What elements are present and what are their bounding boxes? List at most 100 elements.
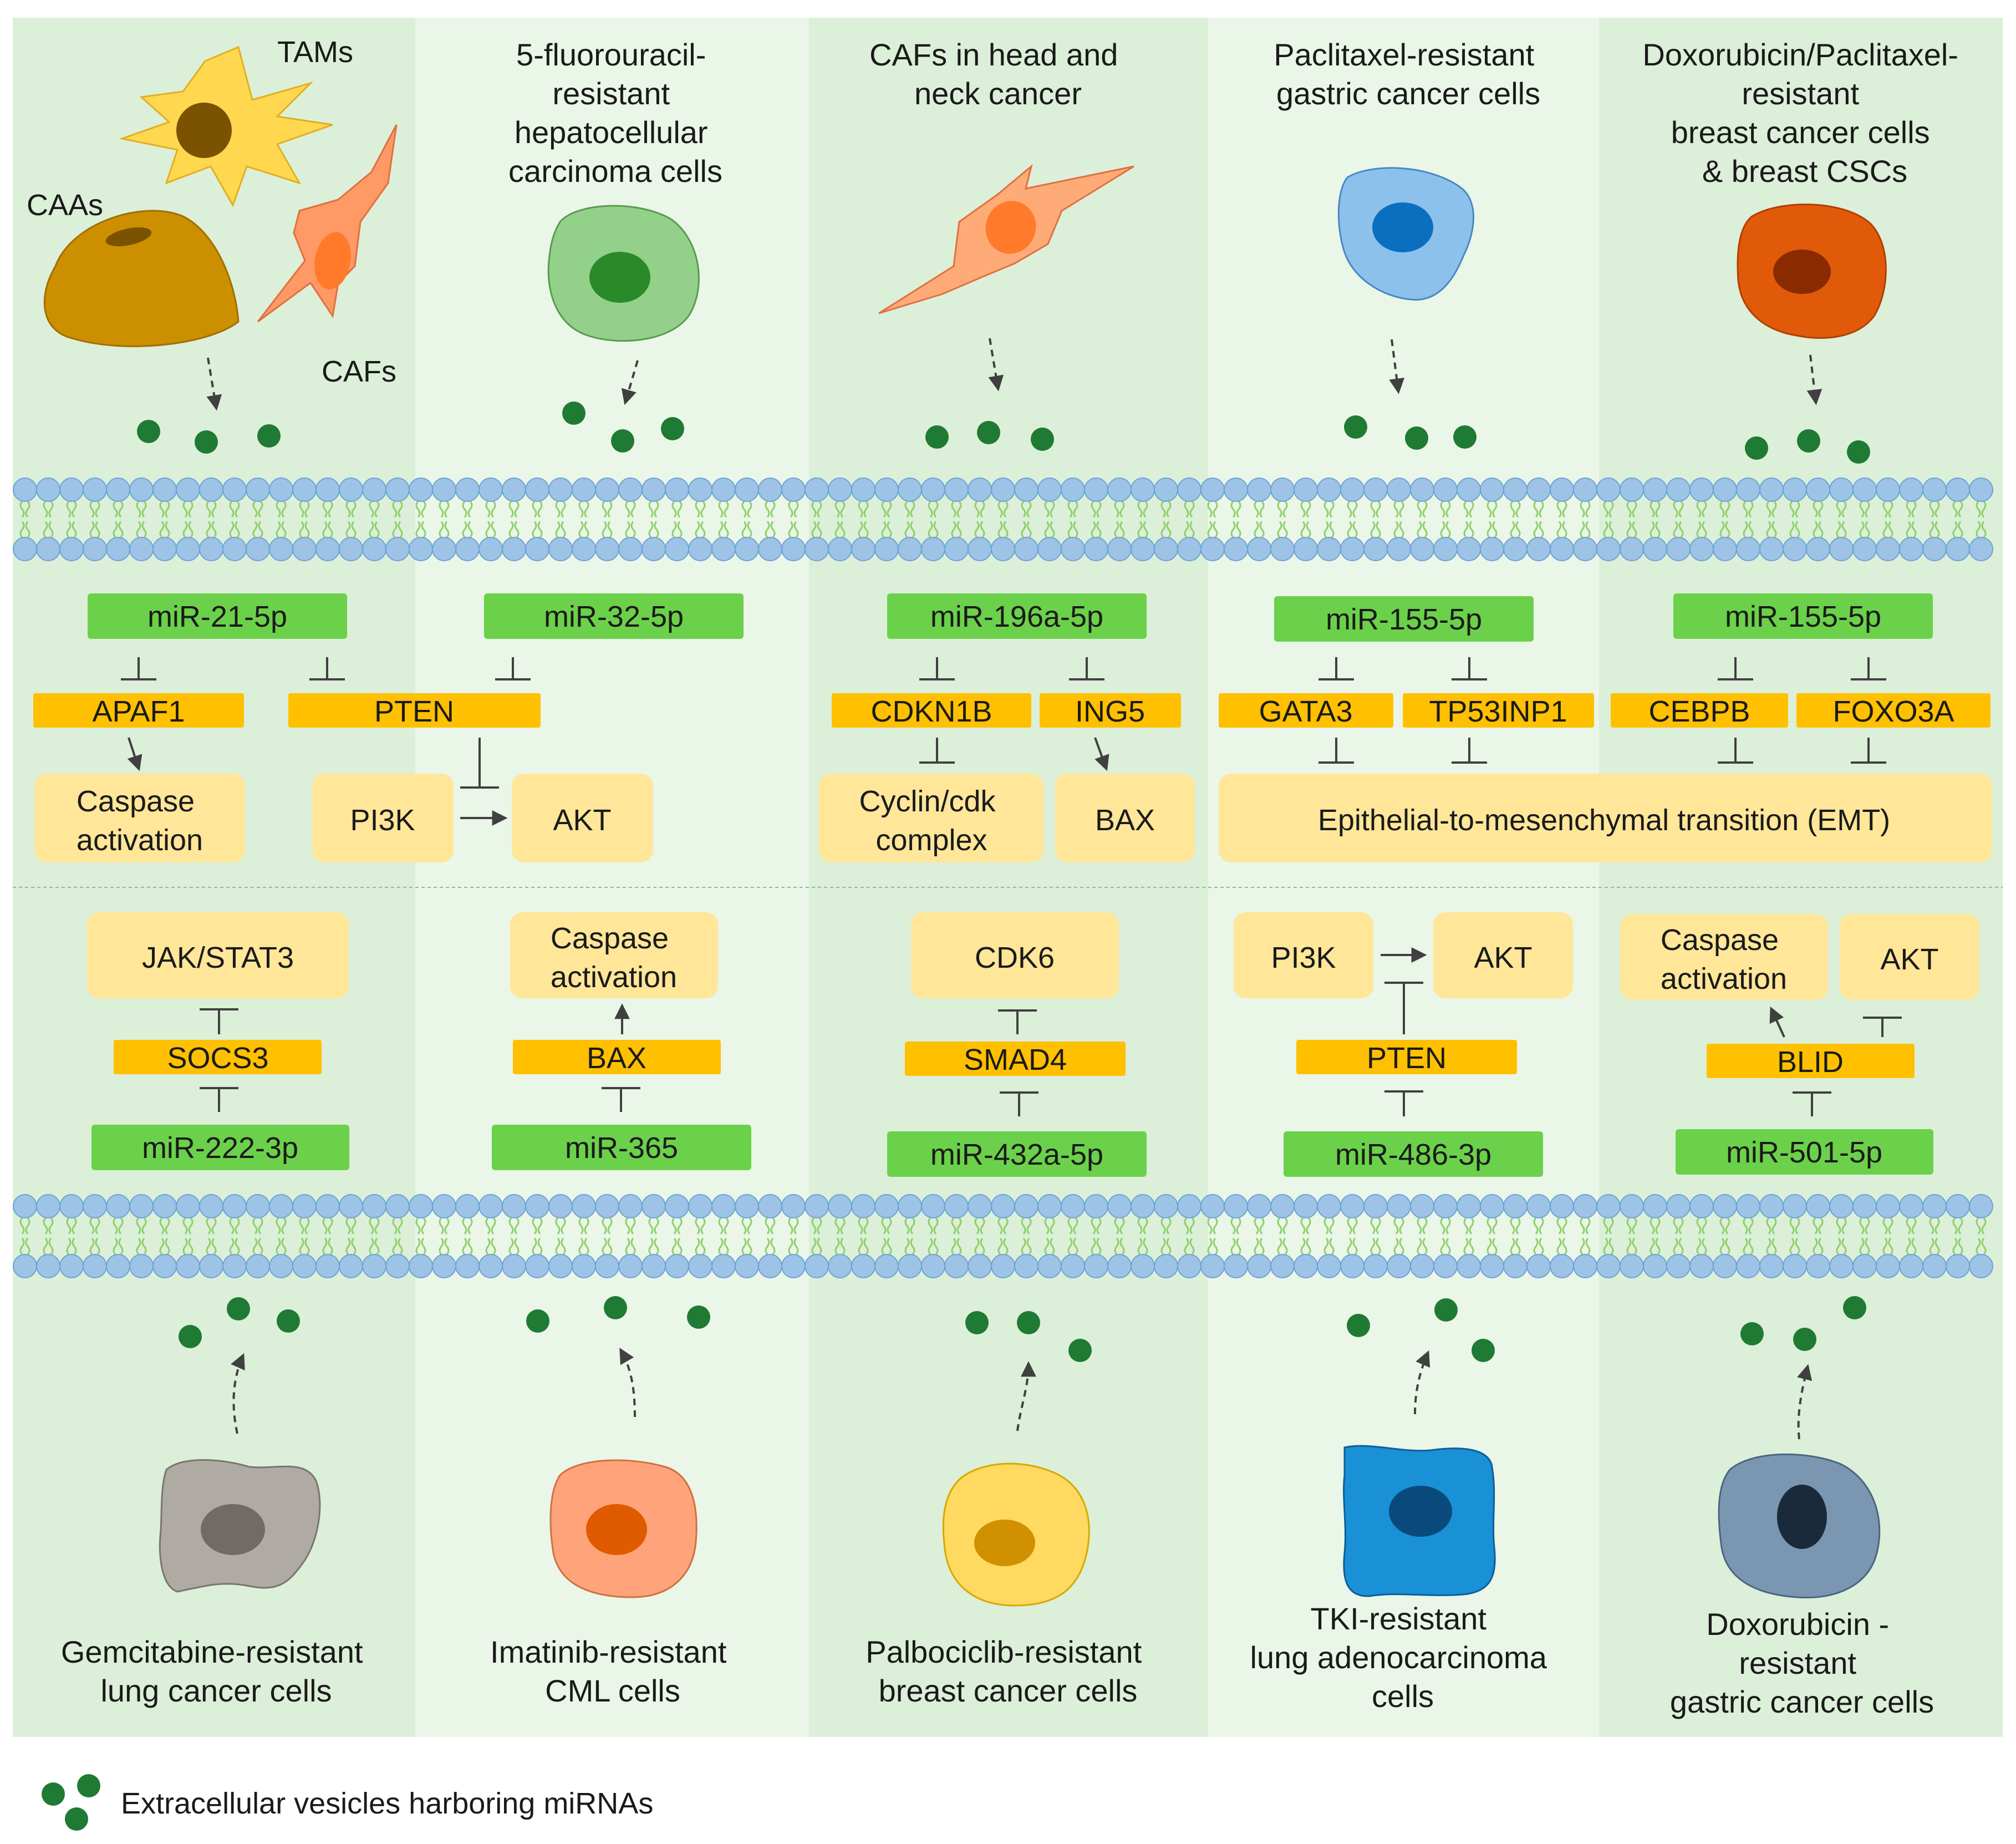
lipid-head — [1666, 477, 1691, 502]
lipid-head — [1294, 1194, 1318, 1218]
lipid-head — [1410, 537, 1434, 561]
lipid-head — [176, 1194, 200, 1218]
lipid-head — [1480, 477, 1504, 502]
palbociclib-nucleus — [974, 1520, 1035, 1566]
lipid-tail — [858, 521, 869, 538]
bottom-cell-col4: TKI-resistant lung adenocarcinoma cells — [1250, 1298, 1547, 1714]
pathway-label: AKT — [1474, 941, 1532, 974]
vesicle — [661, 417, 684, 440]
lipid-head — [1247, 537, 1271, 561]
lipid-tail — [532, 1217, 543, 1235]
lipid-head — [385, 477, 410, 502]
lipid-head — [944, 1194, 969, 1218]
lipid-tail — [532, 501, 543, 518]
lipid-tail — [951, 1238, 962, 1255]
gastric-dox-nucleus — [1777, 1485, 1827, 1549]
lipid-head — [1573, 477, 1597, 502]
lipid-head — [1363, 1254, 1388, 1278]
lipid-head — [1433, 1254, 1458, 1278]
lipid-tail — [718, 1217, 729, 1235]
lipid-tail — [1650, 1217, 1661, 1235]
lipid-tail — [1650, 501, 1661, 518]
lipid-head — [478, 537, 503, 561]
lipid-head — [1946, 1194, 1970, 1218]
lipid-tail — [369, 521, 380, 538]
lipid-tail — [1044, 1217, 1055, 1235]
lipid-tail — [1370, 521, 1381, 538]
lipid-tail — [578, 1217, 589, 1235]
lipid-head — [1200, 1194, 1225, 1218]
lipid-tail — [1556, 1238, 1567, 1255]
lipid-tail — [1673, 501, 1684, 518]
lipid-head — [1550, 1254, 1574, 1278]
lipid-head — [572, 537, 596, 561]
lipid-head — [1270, 1254, 1295, 1278]
lipid-tail — [89, 521, 100, 538]
lipid-tail — [1021, 1217, 1032, 1235]
lipid-tail — [741, 521, 752, 538]
lipid-head — [1899, 537, 1923, 561]
lipid-tail — [43, 1238, 54, 1255]
lipid-head — [1154, 1194, 1178, 1218]
lipid-head — [665, 537, 689, 561]
lipid-head — [1317, 1254, 1341, 1278]
lipid-tail — [1114, 1238, 1125, 1255]
lipid-head — [1433, 1194, 1458, 1218]
lipid-tail — [1533, 1217, 1544, 1235]
lipid-head — [1736, 1254, 1760, 1278]
vesicle — [1793, 1328, 1816, 1351]
lipid-head — [1573, 537, 1597, 561]
lipid-head — [1643, 537, 1667, 561]
upper-pathways: miR-21-5p miR-32-5p miR-196a-5p miR-155-… — [33, 593, 1992, 862]
lipid-head — [129, 1254, 154, 1278]
lipid-head — [781, 1254, 806, 1278]
lipid-tail — [89, 1217, 100, 1235]
pathway-box — [510, 912, 718, 998]
lipid-head — [1387, 1194, 1411, 1218]
lipid-tail — [1021, 501, 1032, 518]
gene-label: BAX — [587, 1042, 646, 1075]
lipid-tail — [928, 521, 939, 538]
cafs-label: CAFs — [322, 355, 396, 388]
lipid-head — [1107, 477, 1132, 502]
lipid-head — [1387, 477, 1411, 502]
inhibition-bar — [460, 738, 499, 789]
lipid-tail — [1323, 1217, 1335, 1235]
lipid-head — [339, 1194, 363, 1218]
lipid-tail — [1370, 1217, 1381, 1235]
lipid-head — [1084, 477, 1108, 502]
lipid-tail — [1254, 1238, 1265, 1255]
lipid-tail — [299, 501, 310, 518]
lipid-tail — [1207, 1217, 1218, 1235]
lipid-head — [1270, 537, 1295, 561]
lipid-head — [13, 1254, 37, 1278]
lipid-head — [409, 1254, 433, 1278]
lipid-head — [991, 1194, 1015, 1218]
gene-label: PTEN — [1367, 1042, 1447, 1075]
lipid-head — [1224, 1194, 1248, 1218]
lipid-head — [222, 1194, 247, 1218]
lipid-tail — [485, 521, 496, 538]
lipid-head — [735, 1194, 759, 1218]
lipid-tail — [252, 521, 263, 538]
inhibition-bar — [200, 1008, 238, 1034]
lipid-head — [898, 1254, 922, 1278]
lipid-head — [665, 477, 689, 502]
lipid-head — [642, 1254, 666, 1278]
lipid-head — [59, 477, 84, 502]
lipid-tail — [369, 501, 380, 518]
lipid-head — [991, 537, 1015, 561]
lipid-head — [1340, 477, 1365, 502]
lipid-tail — [1859, 501, 1870, 518]
lipid-tail — [741, 1217, 752, 1235]
lipid-tail — [1929, 521, 1940, 538]
lipid-head — [1037, 1254, 1062, 1278]
lipid-tail — [1486, 1238, 1498, 1255]
lipid-head — [432, 477, 456, 502]
lipid-head — [572, 1194, 596, 1218]
lipid-head — [1387, 537, 1411, 561]
gene-box — [114, 1040, 322, 1074]
lower-pathways: JAK/STAT3 SOCS3 miR-222-3p Caspase activ… — [87, 912, 1979, 1177]
lipid-head — [1224, 1254, 1248, 1278]
lipid-tail — [182, 521, 194, 538]
